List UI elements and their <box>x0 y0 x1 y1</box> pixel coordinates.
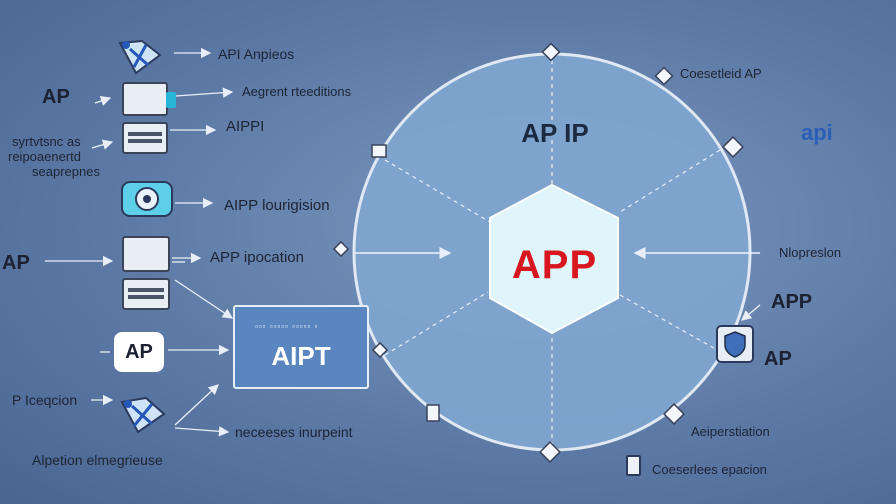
label-multiline-3: seaprepnes <box>32 164 100 179</box>
label-app-ipocation: APP ipocation <box>210 249 304 266</box>
monitor-icon-1 <box>122 82 168 116</box>
circle-title: AP IP <box>521 118 589 148</box>
label-aipp-lourigision: AIPP lourigision <box>224 197 330 214</box>
ap-badge: AP <box>114 332 164 372</box>
label-aeiperstiation: Aeiperstiation <box>691 424 770 439</box>
api-logo: api <box>801 120 833 145</box>
center-app-label: APP <box>511 243 598 287</box>
monitor-icon-2 <box>122 236 170 272</box>
label-neceeses: neceeses inurpeint <box>235 424 353 440</box>
label-ap-top: AP <box>42 86 70 108</box>
label-aegrent: Aegrent rteeditions <box>242 84 352 99</box>
gear-icon <box>121 181 173 217</box>
tools-icon <box>120 396 166 434</box>
label-p-iceqcion: P Iceqcion <box>12 392 78 408</box>
label-nlopreslon: Nlopreslon <box>779 245 842 260</box>
label-ap-mid: AP <box>2 252 30 274</box>
label-coesetleid: Coesetleid AP <box>680 66 762 81</box>
panel-title: AIPT <box>271 341 331 371</box>
label-coeserlees: Coeserlees epacion <box>652 462 767 477</box>
label-app-right: APP <box>771 291 813 313</box>
monitor-tab <box>166 92 176 108</box>
label-multiline-2: reipoaenertd <box>8 149 81 164</box>
drafting-icon <box>118 39 162 75</box>
label-ap-right: AP <box>764 348 792 370</box>
label-api-anpieos: API Anpieos <box>218 46 295 62</box>
keyboard-icon-1 <box>122 122 168 154</box>
phone-icon <box>626 455 641 476</box>
label-multiline-1: syrtvtsnc as <box>12 134 81 149</box>
center-hexagon <box>489 183 619 335</box>
panel-caption: ▫▫▫ ▫▫▫▫▫ ▫▫▫▫▫ ▫ <box>255 322 319 331</box>
label-aippi: AIPPI <box>226 118 265 135</box>
label-alpetion: Alpetion elmegrieuse <box>32 452 163 468</box>
keyboard-icon-2 <box>122 278 170 310</box>
shield-icon <box>716 325 754 363</box>
aipt-panel: ▫▫▫ ▫▫▫▫▫ ▫▫▫▫▫ ▫ AIPT <box>233 305 369 389</box>
